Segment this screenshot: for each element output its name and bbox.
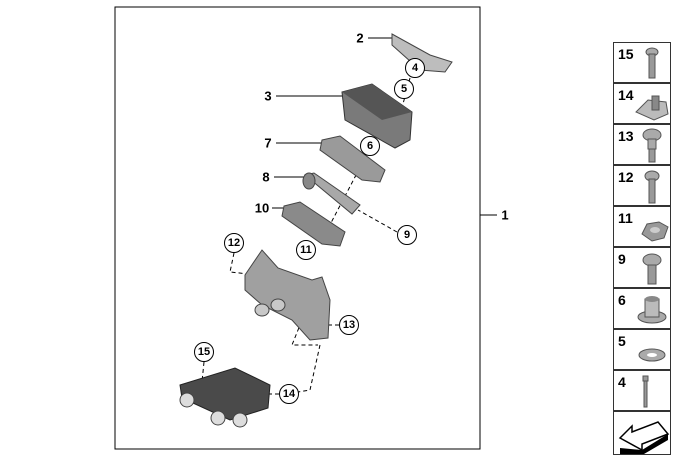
legend-cell-14[interactable]: 14 xyxy=(613,83,671,124)
bushing-icon xyxy=(637,296,667,324)
legend-cell-4[interactable]: 4 xyxy=(613,370,671,411)
screw-icon xyxy=(642,253,662,285)
hex-nut-icon xyxy=(641,221,669,242)
callout-4: 4 xyxy=(405,58,425,78)
bolt-icon xyxy=(642,375,649,408)
legend-cell-6[interactable]: 6 xyxy=(613,288,671,329)
callout-9: 9 xyxy=(397,225,417,245)
legend-cell-13[interactable]: 13 xyxy=(613,124,671,165)
bracket-upper xyxy=(244,249,331,341)
part-2-plate xyxy=(391,33,453,73)
screw-icon xyxy=(645,47,659,79)
legend-label: 5 xyxy=(618,333,626,349)
legend-label: 12 xyxy=(618,169,634,185)
callout-15: 15 xyxy=(194,342,214,362)
callout-14: 14 xyxy=(279,384,299,404)
callout-12: 12 xyxy=(224,233,244,253)
legend-cell-5[interactable]: 5 xyxy=(613,329,671,370)
legend-label: 9 xyxy=(618,251,626,267)
legend-label: 4 xyxy=(618,374,626,390)
legend-label: 11 xyxy=(618,210,633,226)
washer-icon xyxy=(638,348,666,362)
clip-nut-icon xyxy=(635,95,669,121)
label-3: 3 xyxy=(264,88,272,104)
callout-13: 13 xyxy=(339,315,359,335)
legend-label: 15 xyxy=(618,46,634,62)
part-8-spacer xyxy=(302,172,361,215)
arrow-back-icon xyxy=(618,421,670,454)
back-navigation-button[interactable] xyxy=(613,411,671,455)
label-10: 10 xyxy=(254,200,270,216)
legend-cell-15[interactable]: 15 xyxy=(613,42,671,83)
assembly-frame xyxy=(114,6,481,450)
part-7-pad xyxy=(319,135,386,183)
bracket-lower xyxy=(179,367,271,428)
label-1: 1 xyxy=(501,207,509,223)
legend-cell-9[interactable]: 9 xyxy=(613,247,671,288)
part-10-pad xyxy=(281,201,346,247)
part-3-block xyxy=(341,83,413,149)
legend-cell-12[interactable]: 12 xyxy=(613,165,671,206)
label-8: 8 xyxy=(262,169,270,185)
callout-11: 11 xyxy=(296,240,316,260)
label-2: 2 xyxy=(356,30,364,46)
callout-5: 5 xyxy=(394,79,414,99)
shoulder-screw-icon xyxy=(642,128,662,163)
label-7: 7 xyxy=(264,135,272,151)
callout-6: 6 xyxy=(360,136,380,156)
legend-label: 6 xyxy=(618,292,626,308)
legend-label: 14 xyxy=(618,87,634,103)
legend-label: 13 xyxy=(618,128,634,144)
legend-cell-11[interactable]: 11 xyxy=(613,206,671,247)
screw-icon xyxy=(644,170,660,204)
